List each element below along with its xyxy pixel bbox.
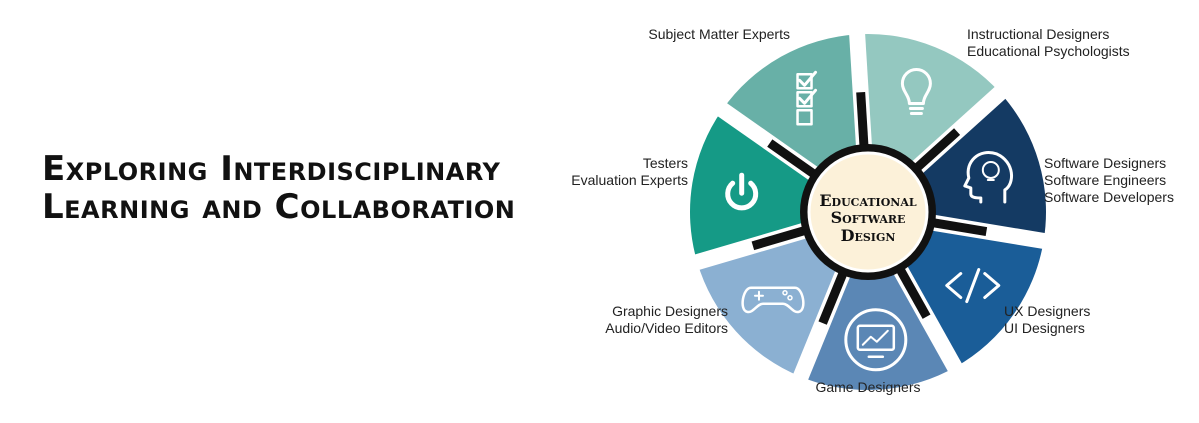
title-line-2: Learning and Collaboration [42, 187, 516, 227]
page-title: Exploring Interdisciplinary Learning and… [42, 150, 515, 226]
label-software-engineers: Software Engineers [1044, 172, 1166, 188]
spoke-bar [818, 267, 849, 325]
label-game-designers: Game Designers [815, 379, 920, 395]
label-educational-psychologists: Educational Psychologists [967, 43, 1130, 59]
label-testers: Testers [643, 155, 688, 171]
wheel-icons [725, 68, 1013, 372]
label-graphic-designers: Graphic Designers [612, 303, 728, 319]
spoke-bar [856, 91, 869, 151]
gamepad-icon [741, 286, 805, 314]
segment-lightbulb [857, 33, 1001, 171]
spoke-bar [767, 139, 820, 181]
label-ux-designers: UX Designers [1004, 303, 1090, 319]
checklist-icon [796, 70, 818, 126]
center-label-line-2: Software [831, 208, 906, 227]
label-software-designers: Software Designers [1044, 155, 1166, 171]
title-line-1: Exploring Interdisciplinary [42, 149, 501, 189]
power-icon [725, 172, 759, 211]
label-subject-matter-experts: Subject Matter Experts [648, 26, 790, 42]
spoke-bar [894, 263, 931, 319]
label-ui-designers: UI Designers [1004, 320, 1085, 336]
lightbulb-icon [900, 68, 932, 116]
label-audio-video-editors: Audio/Video Editors [605, 320, 728, 336]
monitor-chart-icon [844, 308, 908, 372]
label-software-developers: Software Developers [1044, 189, 1174, 205]
segment-head-lightbulb [914, 92, 1046, 241]
segment-checklist [722, 34, 865, 177]
center-label-line-3: Design [841, 226, 896, 245]
spoke-bar [911, 128, 961, 174]
wheel-spokes [693, 31, 1047, 382]
center-hub [807, 151, 929, 273]
head-lightbulb-icon [963, 151, 1013, 204]
center-label-line-1: Educational [819, 191, 917, 210]
spoke-bar [928, 217, 988, 236]
code-icon [945, 268, 1001, 304]
label-instructional-designers: Instructional Designers [967, 26, 1109, 42]
label-evaluation-experts: Evaluation Experts [571, 172, 688, 188]
spoke-bar [751, 225, 810, 251]
